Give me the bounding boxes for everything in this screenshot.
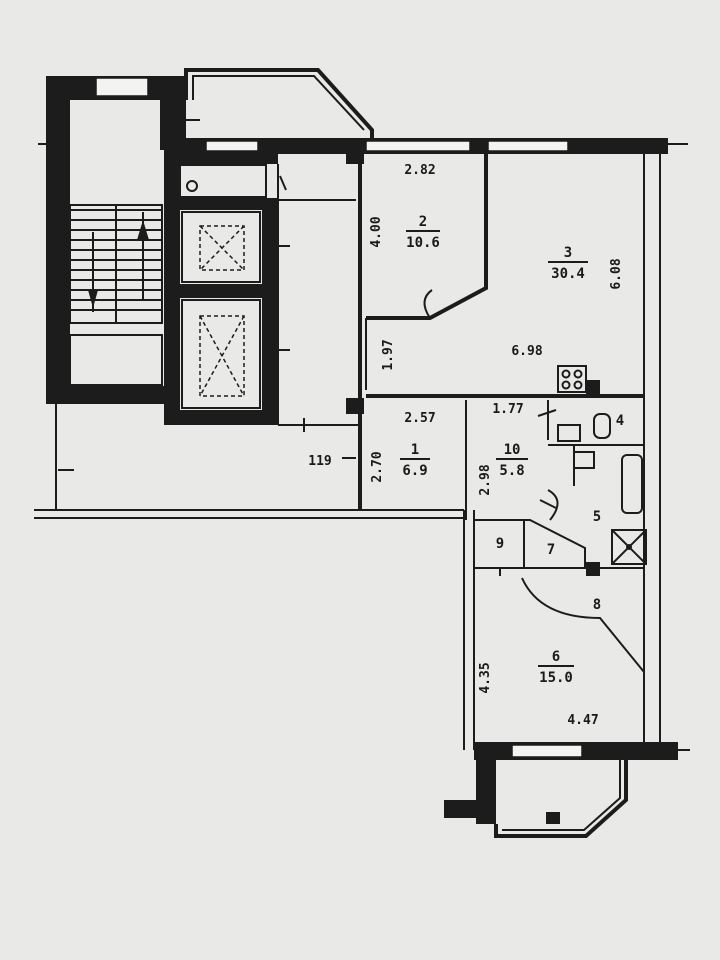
elevator-shafts — [164, 150, 278, 425]
room-number: 2 — [419, 214, 427, 230]
bathtub-icon — [621, 454, 643, 514]
room-number: 5 — [593, 509, 601, 525]
dimension-room2-width: 2.82 — [404, 163, 435, 178]
room-area: 5.8 — [499, 463, 524, 479]
stair-up-arrow-icon — [137, 212, 149, 300]
room-number: 3 — [564, 245, 572, 261]
room-number: 10 — [504, 442, 521, 458]
staircase — [69, 204, 163, 324]
balcony-bottom — [444, 752, 628, 838]
dimension-hall-depth: 2.70 — [370, 451, 385, 482]
dimension-labels: 2.82 4.00 6.08 6.98 1.97 2.57 2.70 1.77 … — [308, 163, 624, 728]
stove-icon — [557, 365, 587, 393]
room-number: 7 — [547, 542, 555, 558]
elevator-icon — [181, 299, 261, 409]
stair-down-arrow-icon — [88, 232, 98, 312]
dimension-room3-width: 6.98 — [511, 344, 542, 359]
room-number: 1 — [411, 442, 419, 458]
stairwell-block — [46, 76, 186, 404]
toilet-icon — [593, 413, 611, 439]
dimension-corridor-depth: 2.98 — [478, 464, 493, 495]
dimension-hall-width: 2.57 — [404, 411, 435, 426]
room-area: 10.6 — [406, 235, 440, 251]
dimension-room6-width: 4.47 — [567, 713, 598, 728]
interior-partitions — [365, 154, 645, 673]
door-ticks — [38, 119, 690, 751]
dimension-room2-depth: 4.00 — [369, 216, 384, 247]
stair-mark-label: 119 — [308, 454, 331, 469]
room-number: 4 — [616, 413, 624, 429]
room-number: 9 — [496, 536, 504, 552]
room-area: 6.9 — [402, 463, 427, 479]
room-labels: 2 10.6 3 30.4 1 6.9 10 5.8 4 5 9 7 8 6 1… — [400, 214, 624, 686]
elevator-icon — [181, 211, 261, 283]
sink-icon — [557, 424, 595, 469]
dimension-room6-depth: 4.35 — [478, 662, 493, 693]
shower-icon — [611, 529, 647, 565]
dimension-corridor-width: 1.77 — [492, 402, 523, 417]
dimension-room3-depth: 6.08 — [609, 258, 624, 289]
room-area: 15.0 — [539, 670, 573, 686]
dimension-room3-niche: 1.97 — [381, 339, 396, 370]
apartment-walls — [34, 138, 678, 760]
room-number: 8 — [593, 597, 601, 613]
room-area: 30.4 — [551, 266, 585, 282]
balcony-top — [184, 68, 374, 140]
room-number: 6 — [552, 649, 560, 665]
